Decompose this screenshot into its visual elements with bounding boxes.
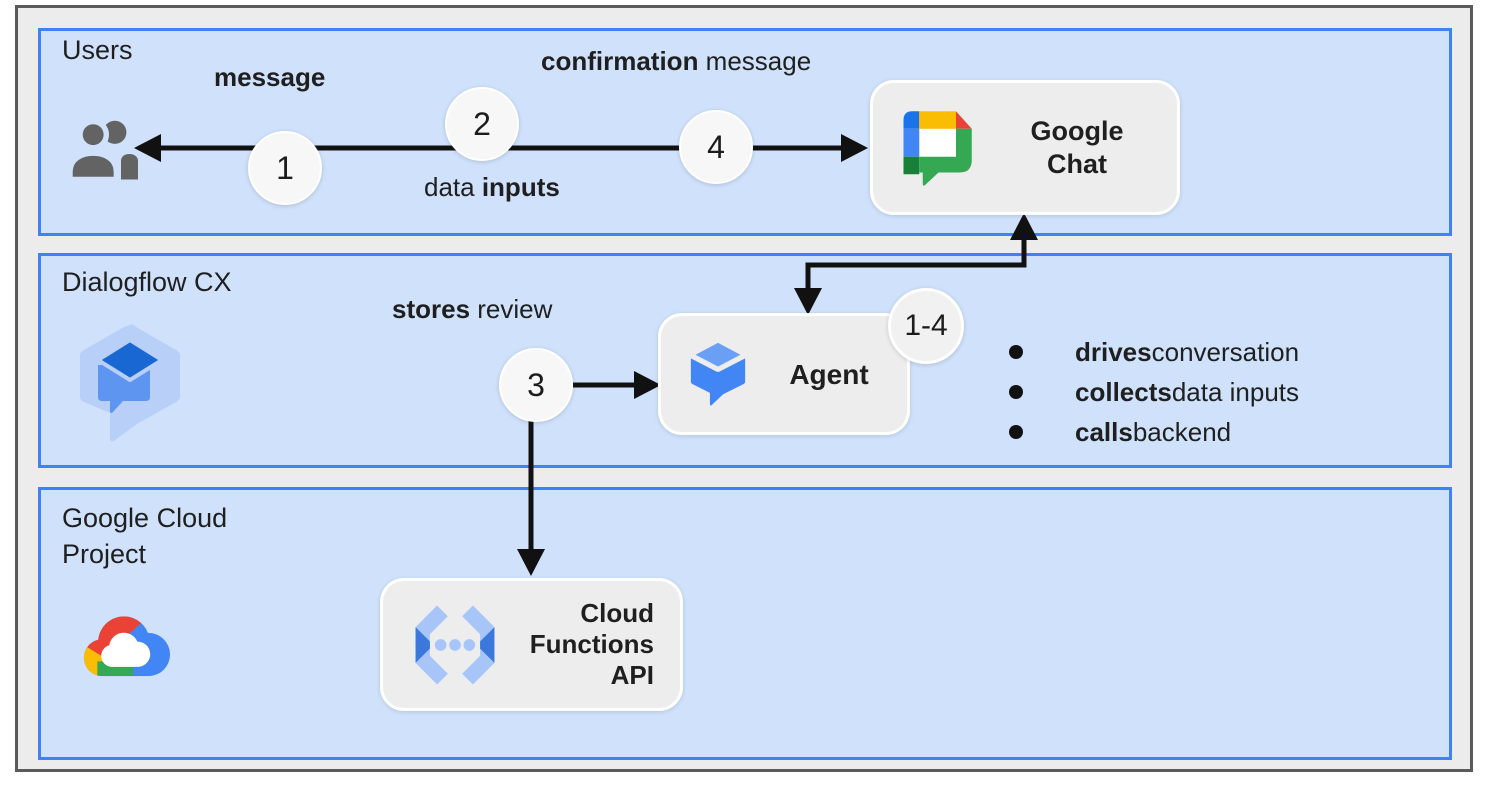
google-chat-icon <box>903 110 972 186</box>
bullet-item: drives conversation <box>1002 332 1299 372</box>
agent-bullets: drives conversation collects data inputs… <box>1002 332 1299 452</box>
data-inputs-label: data inputs <box>424 172 560 202</box>
message-label: message <box>214 62 326 92</box>
google-cloud-band-label: Google Cloud Project <box>62 503 228 569</box>
google-cloud-icon <box>83 616 170 677</box>
agent-label: Agent <box>789 358 869 390</box>
bullet-dot <box>1009 345 1023 359</box>
bullet-item: collects data inputs <box>1002 372 1299 412</box>
agent-card: Agent <box>658 313 910 435</box>
confirmation-message-label: confirmation message <box>541 46 812 76</box>
users-icon <box>67 118 138 181</box>
band-google-cloud-project <box>38 487 1452 760</box>
step-badge-1-4: 1-4 <box>888 288 964 364</box>
dialogflow-cx-icon <box>80 324 180 442</box>
bullet-item: calls backend <box>1002 412 1299 452</box>
step-circle-3: 3 <box>499 348 573 422</box>
step-circle-2: 2 <box>445 87 519 161</box>
stores-review-label: stores review <box>392 294 553 324</box>
cloud-functions-card: Cloud Functions API <box>380 578 683 711</box>
step-circle-4: 4 <box>679 110 753 184</box>
google-chat-card: Google Chat <box>870 80 1180 215</box>
google-chat-label: Google Chat <box>1030 115 1124 179</box>
dialogflow-cx-band-label: Dialogflow CX <box>62 267 232 297</box>
bullet-dot <box>1009 385 1023 399</box>
cloud-functions-label: Cloud Functions API <box>529 598 654 690</box>
cloud-functions-icon <box>415 605 495 684</box>
users-band-label: Users <box>62 35 133 65</box>
step-circle-1: 1 <box>248 131 322 205</box>
bullet-dot <box>1009 425 1023 439</box>
dialogflow-agent-icon <box>689 338 747 406</box>
